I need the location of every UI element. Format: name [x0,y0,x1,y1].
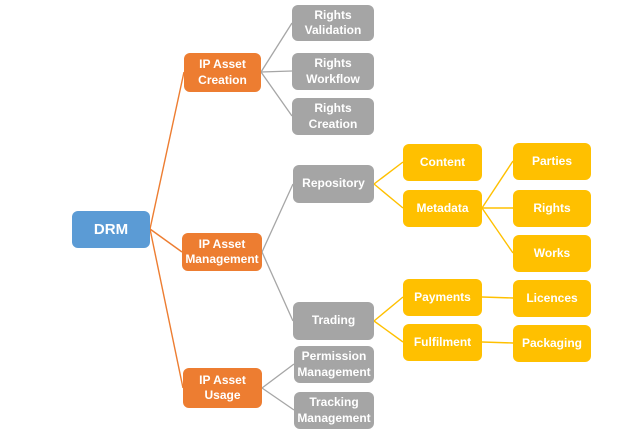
node-fulfilment: Fulfilment [403,324,482,361]
connector-drm-ip-asset-management [149,228,183,253]
node-content: Content [403,144,482,181]
connector-drm-ip-asset-usage [149,228,184,389]
node-repository: Repository [293,165,374,203]
node-rights-workflow: Rights Workflow [292,53,374,90]
connector-metadata-works [481,207,514,254]
node-trading: Trading [293,302,374,340]
node-permission-management: Permission Management [294,346,374,383]
connector-creation-rights-creation [260,71,293,117]
node-ip-asset-management: IP Asset Management [182,233,262,271]
node-rights: Rights [513,190,591,227]
node-packaging: Packaging [513,325,591,362]
connector-usage-permission [261,363,295,389]
connector-usage-tracking [261,387,295,411]
connector-repository-metadata [373,183,404,209]
node-payments: Payments [403,279,482,316]
node-licences: Licences [513,280,591,317]
connector-payments-licences [481,296,514,299]
connector-creation-rights-workflow [260,70,293,73]
connector-creation-rights-validation [260,22,293,73]
node-drm: DRM [72,211,150,248]
node-tracking-management: Tracking Management [294,392,374,429]
node-rights-validation: Rights Validation [292,5,374,41]
connector-metadata-parties [481,160,514,209]
node-parties: Parties [513,143,591,180]
connector-drm-ip-asset-creation [149,71,185,230]
connector-fulfilment-packaging [481,341,514,344]
node-ip-asset-usage: IP Asset Usage [183,368,262,408]
node-rights-creation: Rights Creation [292,98,374,135]
connector-management-trading [261,251,294,322]
connector-repository-content [373,161,404,185]
node-works: Works [513,235,591,272]
connector-trading-fulfilment [373,320,404,343]
node-ip-asset-creation: IP Asset Creation [184,53,261,92]
node-metadata: Metadata [403,190,482,227]
connector-management-repository [261,183,294,253]
connector-trading-payments [373,296,404,322]
